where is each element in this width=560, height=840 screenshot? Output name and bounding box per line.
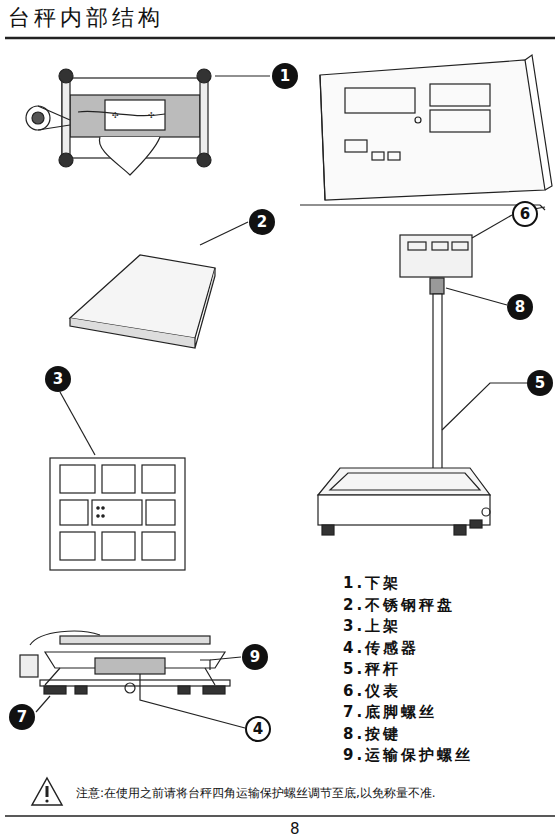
callout-text: 8 — [515, 300, 525, 315]
part-list-item: 2.不锈钢秤盘 — [343, 596, 455, 614]
part-list-item: 9.运输保护螺丝 — [343, 746, 473, 764]
page-title: 台秤内部结构 — [8, 5, 164, 31]
page-number: 8 — [290, 820, 300, 838]
part-list-item: 4.传感器 — [343, 639, 419, 657]
callout-text: 4 — [253, 722, 263, 737]
callout-text: 7 — [17, 710, 27, 725]
part-list-item: 5.秤杆 — [343, 660, 401, 678]
callout-number: 6 — [512, 201, 538, 227]
part-list-item: 6.仪表 — [343, 682, 401, 700]
callout-number: 1 — [272, 63, 298, 89]
callout-number: 3 — [45, 366, 71, 392]
callout-text: 1 — [280, 69, 290, 84]
callout-text: 2 — [257, 215, 267, 230]
callout-text: 9 — [250, 650, 260, 665]
callout-number: 5 — [527, 370, 553, 396]
part-list-item: 1.下架 — [343, 574, 401, 592]
callout-number: 9 — [242, 644, 268, 670]
svg-text:✣: ✣ — [112, 111, 119, 120]
callout-number: 7 — [9, 704, 35, 730]
callout-number: 8 — [507, 294, 533, 320]
callout-text: 3 — [53, 372, 63, 387]
part-list-item: 7.底脚螺丝 — [343, 703, 437, 721]
part-list-item: 8.按键 — [343, 725, 401, 743]
callout-number: 2 — [249, 209, 275, 235]
callout-text: 5 — [535, 376, 545, 391]
callout-number: 4 — [245, 716, 271, 742]
callout-text: 6 — [520, 207, 530, 222]
part-list-item: 3.上架 — [343, 617, 401, 635]
note-text: 注意:在使用之前请将台秤四角运输保护螺丝调节至底,以免称量不准. — [76, 786, 436, 800]
